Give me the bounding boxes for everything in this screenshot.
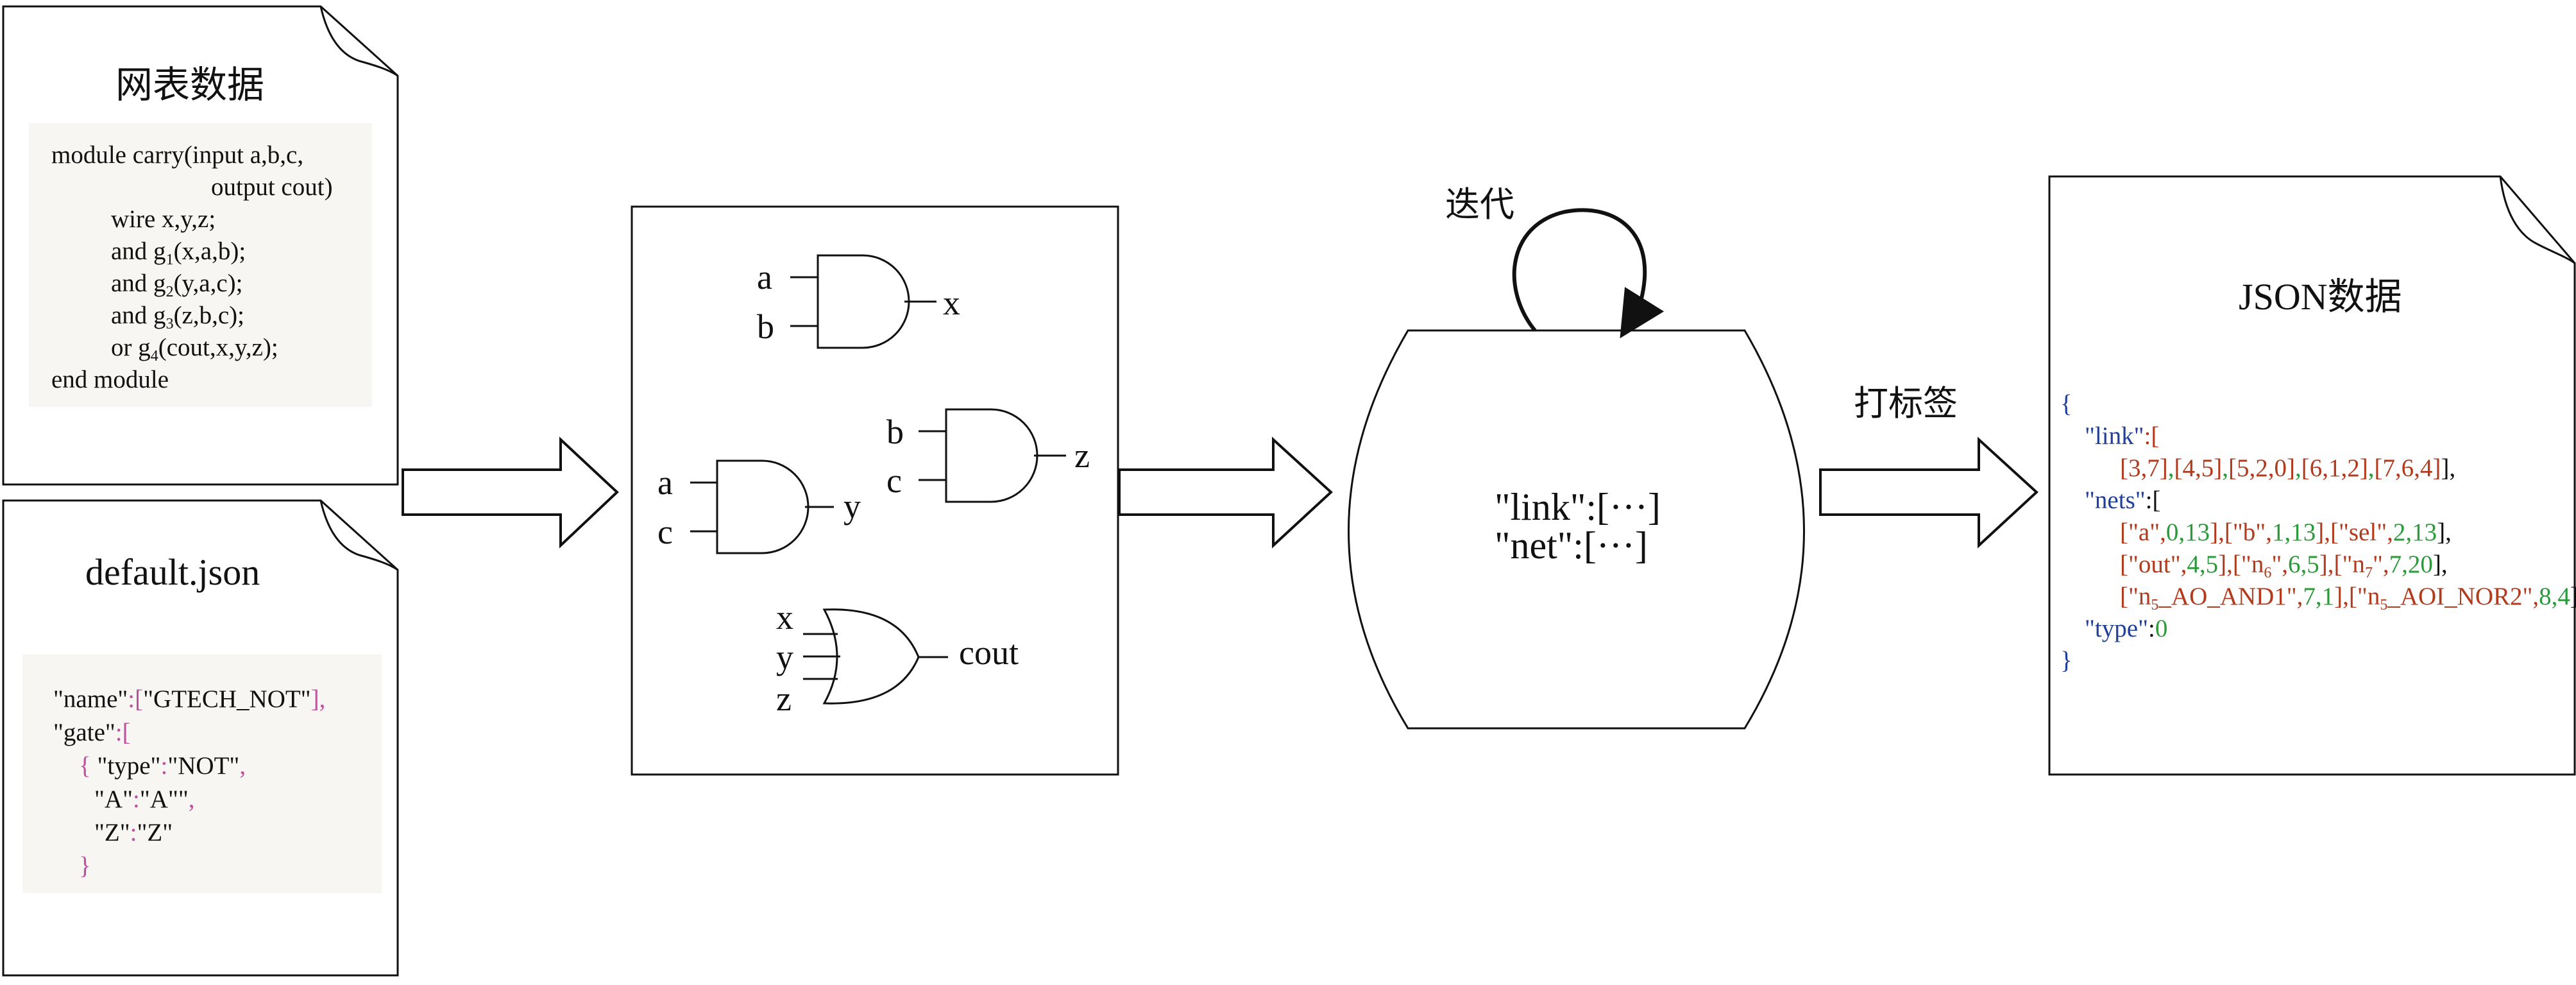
json-line: "link":[ [2085,422,2160,450]
and-gate-2 [690,459,834,554]
json-line: { [2060,390,2072,418]
default-json-doc-title: default.json [85,551,260,593]
json-line: "nets":[ [2085,486,2161,514]
netlist-line: and g3(z,b,c); [111,302,244,332]
netlist-doc-title: 网表数据 [115,64,265,106]
default-json-line: } [79,852,91,880]
gate2-output-y: y [843,487,861,526]
default-json-line: { "type":"NOT", [79,752,246,780]
block-arrow-1 [402,436,619,549]
processor-shape [1348,329,1805,730]
netlist-line: and g1(x,a,b); [111,237,246,268]
gate3-output-z: z [1074,436,1090,475]
gate3-input-b: b [886,413,904,451]
netlist-line: and g2(y,a,c); [111,270,243,300]
gate1-input-a: a [757,258,772,296]
json-line: } [2060,647,2072,674]
json-line: ["a",0,13],["b",1,13],["sel",2,13], [2120,518,2452,546]
gate4-input-y: y [776,638,793,676]
netlist-doc-fold [319,6,398,77]
processor-link-line: "link":[···] [1495,486,1661,528]
default-json-line: "Z":"Z" [94,819,173,846]
netlist-line: module carry(input a,b,c, [51,141,304,169]
json-line: "type":0 [2085,615,2168,642]
json-doc-page [2048,175,2576,776]
default-json-doc-fold [319,500,398,571]
or-gate-4 [803,608,948,705]
json-doc-title: JSON数据 [2239,276,2402,318]
gate3-input-c: c [886,461,902,500]
and-gate-1 [790,254,936,349]
label-step-caption: 打标签 [1854,384,1958,423]
netlist-line: end module [51,366,169,393]
gate4-input-x: x [776,598,793,637]
gate2-input-a: a [657,463,673,502]
json-doc-fold [2499,176,2575,264]
block-arrow-2 [1118,436,1333,549]
default-json-line: "name":["GTECH_NOT"], [53,685,326,713]
json-line: ["n5_AO_AND1",7,1],["n5_AOI_NOR2",8,4]], [2120,583,2576,613]
processor-net-line: "net":[···] [1495,524,1648,567]
gate1-input-b: b [757,307,774,346]
netlist-line: or g4(cout,x,y,z); [111,334,278,364]
default-json-code-block: "name":["GTECH_NOT"], "gate":[ { "type":… [22,655,382,893]
gate4-input-z: z [776,680,792,718]
default-json-line: "A":"A"", [94,785,195,813]
gate1-output-x: x [943,284,960,322]
gate4-output-cout: cout [959,633,1019,672]
default-json-line: "gate":[ [53,719,131,746]
iterate-label: 迭代 [1445,185,1514,224]
block-arrow-3 [1819,436,2038,549]
netlist-line: output cout) [211,173,333,201]
gate2-input-c: c [657,513,673,551]
json-line: ["out",4,5],["n6",6,5],["n7",7,20], [2120,551,2448,581]
and-gate-3 [919,408,1066,503]
iterate-loop-arrow [1512,208,1665,339]
netlist-code-block: module carry(input a,b,c, output cout) w… [29,123,372,407]
netlist-line: wire x,y,z; [111,205,216,233]
json-line: [3,7],[4,5],[5,2,0],[6,1,2],[7,6,4]], [2120,454,2456,482]
